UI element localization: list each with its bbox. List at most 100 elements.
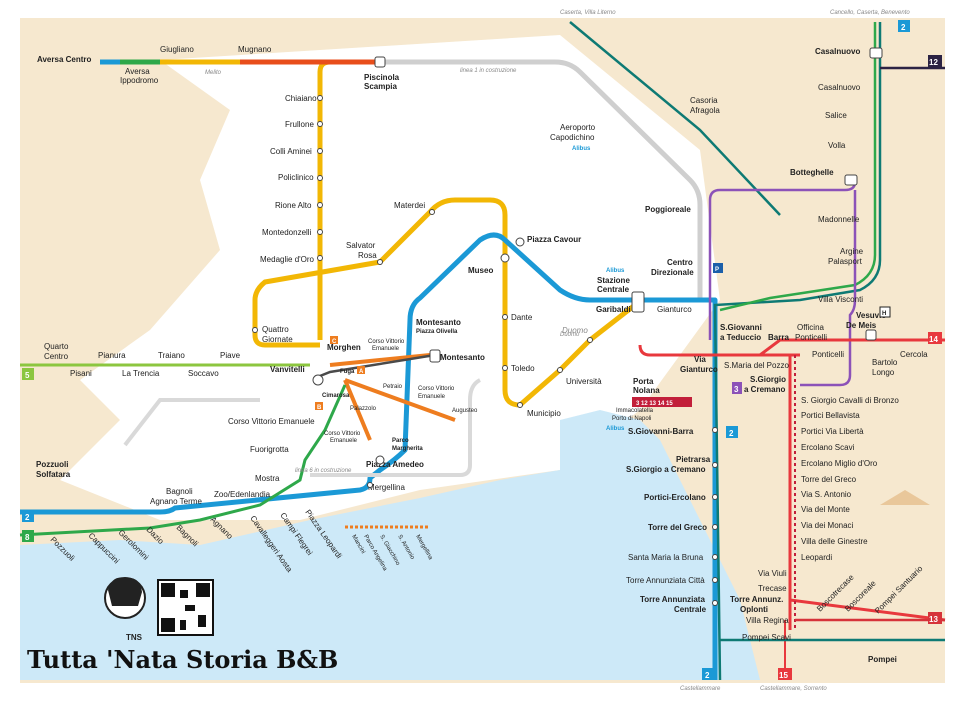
station-pisani[interactable]: Pisani — [70, 369, 92, 378]
station-via-viuli[interactable]: Via Viuli — [758, 569, 787, 578]
station-montedonzelli[interactable]: Montedonzelli — [262, 228, 312, 237]
station-montesanto2[interactable]: Montesanto — [440, 353, 485, 362]
station-pozzuoli-solfatara-2[interactable]: Solfatara — [36, 470, 71, 479]
station-leopardi[interactable]: Leopardi — [801, 553, 832, 562]
station-madonnelle[interactable]: Madonnelle — [818, 215, 860, 224]
station-mostra[interactable]: Mostra — [255, 474, 280, 483]
station-rione-alto[interactable]: Rione Alto — [275, 201, 312, 210]
station-piscinola-2[interactable]: Scampia — [364, 82, 397, 91]
station-torre-annunziata-citta[interactable]: Torre Annunziata Città — [626, 576, 705, 585]
station-petraio[interactable]: Petraio — [383, 384, 403, 390]
station-giugliano[interactable]: Giugliano — [160, 45, 194, 54]
station-stazione-centrale[interactable]: Stazione — [597, 276, 630, 285]
station-sg-cavalli[interactable]: S. Giorgio Cavalli di Bronzo — [801, 396, 899, 405]
station-ercolano-scavi[interactable]: Ercolano Scavi — [801, 443, 855, 452]
marker-chiaiano[interactable] — [317, 95, 323, 101]
marker-medaglie-oro[interactable] — [317, 255, 323, 261]
marker-pietrarsa[interactable] — [712, 462, 718, 468]
station-corso-ve3-2[interactable]: Emanuele — [330, 438, 358, 444]
station-aversa-ippodromo-2[interactable]: Ippodromo — [120, 76, 159, 85]
station-zoo[interactable]: Zoo/Edenlandia — [214, 490, 271, 499]
station-aeroporto-2[interactable]: Capodichino — [550, 133, 595, 142]
station-sgiorgio[interactable]: S.Giorgio — [750, 375, 786, 384]
station-torre-annunziata-centrale[interactable]: Torre Annunziata — [640, 595, 705, 604]
station-fuorigrotta[interactable]: Fuorigrotta — [250, 445, 289, 454]
station-aversa-ippodromo[interactable]: Aversa — [125, 67, 150, 76]
station-bartolo-2[interactable]: Longo — [872, 368, 895, 377]
station-villa-visconti[interactable]: Villa Visconti — [818, 295, 863, 304]
station-aeroporto[interactable]: Aeroporto — [560, 123, 596, 132]
station-corso-ve1[interactable]: Corso Vittorio — [368, 339, 405, 345]
station-officina-2[interactable]: Ponticelli — [795, 333, 827, 342]
station-botteghelle[interactable]: Botteghelle — [790, 168, 834, 177]
station-vanvitelli[interactable]: Vanvitelli — [270, 365, 305, 374]
station-centro-direzionale-2[interactable]: Direzionale — [651, 268, 694, 277]
marker-ta-centrale[interactable] — [712, 600, 718, 606]
station-salvator-rosa-2[interactable]: Rosa — [358, 251, 377, 260]
station-piazza-amedeo[interactable]: Piazza Amedeo — [366, 460, 424, 469]
station-pietrarsa-2[interactable]: S.Giorgio a Cremano — [626, 465, 706, 474]
marker-museo[interactable] — [500, 253, 510, 263]
marker-municipio[interactable] — [517, 402, 523, 408]
marker-botteghelle[interactable] — [844, 174, 858, 186]
station-palazzolo[interactable]: Palazzolo — [350, 406, 377, 412]
station-immacolatella-2[interactable]: Porto di Napoli — [612, 416, 651, 422]
station-duomo[interactable]: Duomo — [562, 326, 588, 335]
marker-montesanto[interactable] — [429, 349, 441, 363]
station-torre-greco-cv[interactable]: Torre del Greco — [801, 475, 857, 484]
marker-montedonzelli[interactable] — [317, 229, 323, 235]
marker-casalnuovo[interactable] — [869, 47, 883, 59]
station-museo[interactable]: Museo — [468, 266, 493, 275]
station-piazza-cavour[interactable]: Piazza Cavour — [527, 235, 581, 244]
station-vesuvio[interactable]: Vesuvio — [856, 311, 886, 320]
station-villa-regina[interactable]: Villa Regina — [746, 616, 789, 625]
station-pozzuoli-solfatara[interactable]: Pozzuoli — [36, 460, 68, 469]
station-dante[interactable]: Dante — [511, 313, 533, 322]
station-materdei[interactable]: Materdei — [394, 201, 425, 210]
station-pietrarsa[interactable]: Pietrarsa — [676, 455, 711, 464]
station-via-dei-monaci[interactable]: Via dei Monaci — [801, 521, 854, 530]
station-portici-liberta[interactable]: Portici Via Libertà — [801, 427, 864, 436]
marker-dante[interactable] — [502, 314, 508, 320]
station-villa-ginestre[interactable]: Villa delle Ginestre — [801, 537, 868, 546]
station-ponticelli[interactable]: Ponticelli — [812, 350, 844, 359]
marker-quattro-giornate[interactable] — [252, 327, 258, 333]
station-parco-margherita[interactable]: Parco — [392, 438, 409, 444]
station-via-del-monte[interactable]: Via del Monte — [801, 505, 850, 514]
station-ercolano-miglio[interactable]: Ercolano Miglio d'Oro — [801, 459, 878, 468]
station-parco-margherita-2[interactable]: Margherita — [392, 446, 423, 452]
station-pompei[interactable]: Pompei — [868, 655, 897, 664]
station-via-s-antonio[interactable]: Via S. Antonio — [801, 490, 852, 499]
station-pianura[interactable]: Pianura — [98, 351, 126, 360]
marker-garibaldi[interactable] — [631, 291, 645, 313]
station-municipio[interactable]: Municipio — [527, 409, 561, 418]
station-quarto-2[interactable]: Centro — [44, 352, 69, 361]
station-pompei-scavi[interactable]: Pompei Scavi — [742, 633, 791, 642]
station-universita[interactable]: Università — [566, 377, 602, 386]
station-corso-ve-flegrea[interactable]: Corso Vittorio Emanuele — [228, 417, 315, 426]
station-casoria[interactable]: Casoria — [690, 96, 718, 105]
station-porta-nolana[interactable]: Porta — [633, 377, 654, 386]
station-policlinico[interactable]: Policlinico — [278, 173, 314, 182]
station-montesanto[interactable]: Montesanto — [416, 318, 461, 327]
marker-frullone[interactable] — [317, 121, 323, 127]
station-soccavo[interactable]: Soccavo — [188, 369, 219, 378]
station-casalnuovo2[interactable]: Casalnuovo — [818, 83, 861, 92]
station-smaria-pozzo[interactable]: S.Maria del Pozzo — [724, 361, 789, 370]
station-quattro-giornate-2[interactable]: Giornate — [262, 335, 293, 344]
station-via-gianturco[interactable]: Via — [694, 355, 706, 364]
station-volla[interactable]: Volla — [828, 141, 846, 150]
station-torre-annunz-oplonti-2[interactable]: Oplonti — [740, 605, 768, 614]
marker-materdei[interactable] — [429, 209, 435, 215]
station-fuga[interactable]: Fuga — [340, 369, 355, 375]
marker-salvator-rosa[interactable] — [377, 259, 383, 265]
station-immacolatella[interactable]: Immacolatella — [616, 408, 654, 414]
station-sgiovanni-teduccio-2[interactable]: a Teduccio — [720, 333, 761, 342]
marker-ta-citta[interactable] — [712, 577, 718, 583]
marker-vesuvio[interactable] — [865, 329, 877, 341]
station-santa-maria-bruna[interactable]: Santa Maria la Bruna — [628, 553, 704, 562]
station-cercola[interactable]: Cercola — [900, 350, 928, 359]
station-colli-aminei[interactable]: Colli Aminei — [270, 147, 312, 156]
station-garibaldi[interactable]: Garibaldi — [596, 305, 631, 314]
marker-duomo[interactable] — [587, 337, 593, 343]
